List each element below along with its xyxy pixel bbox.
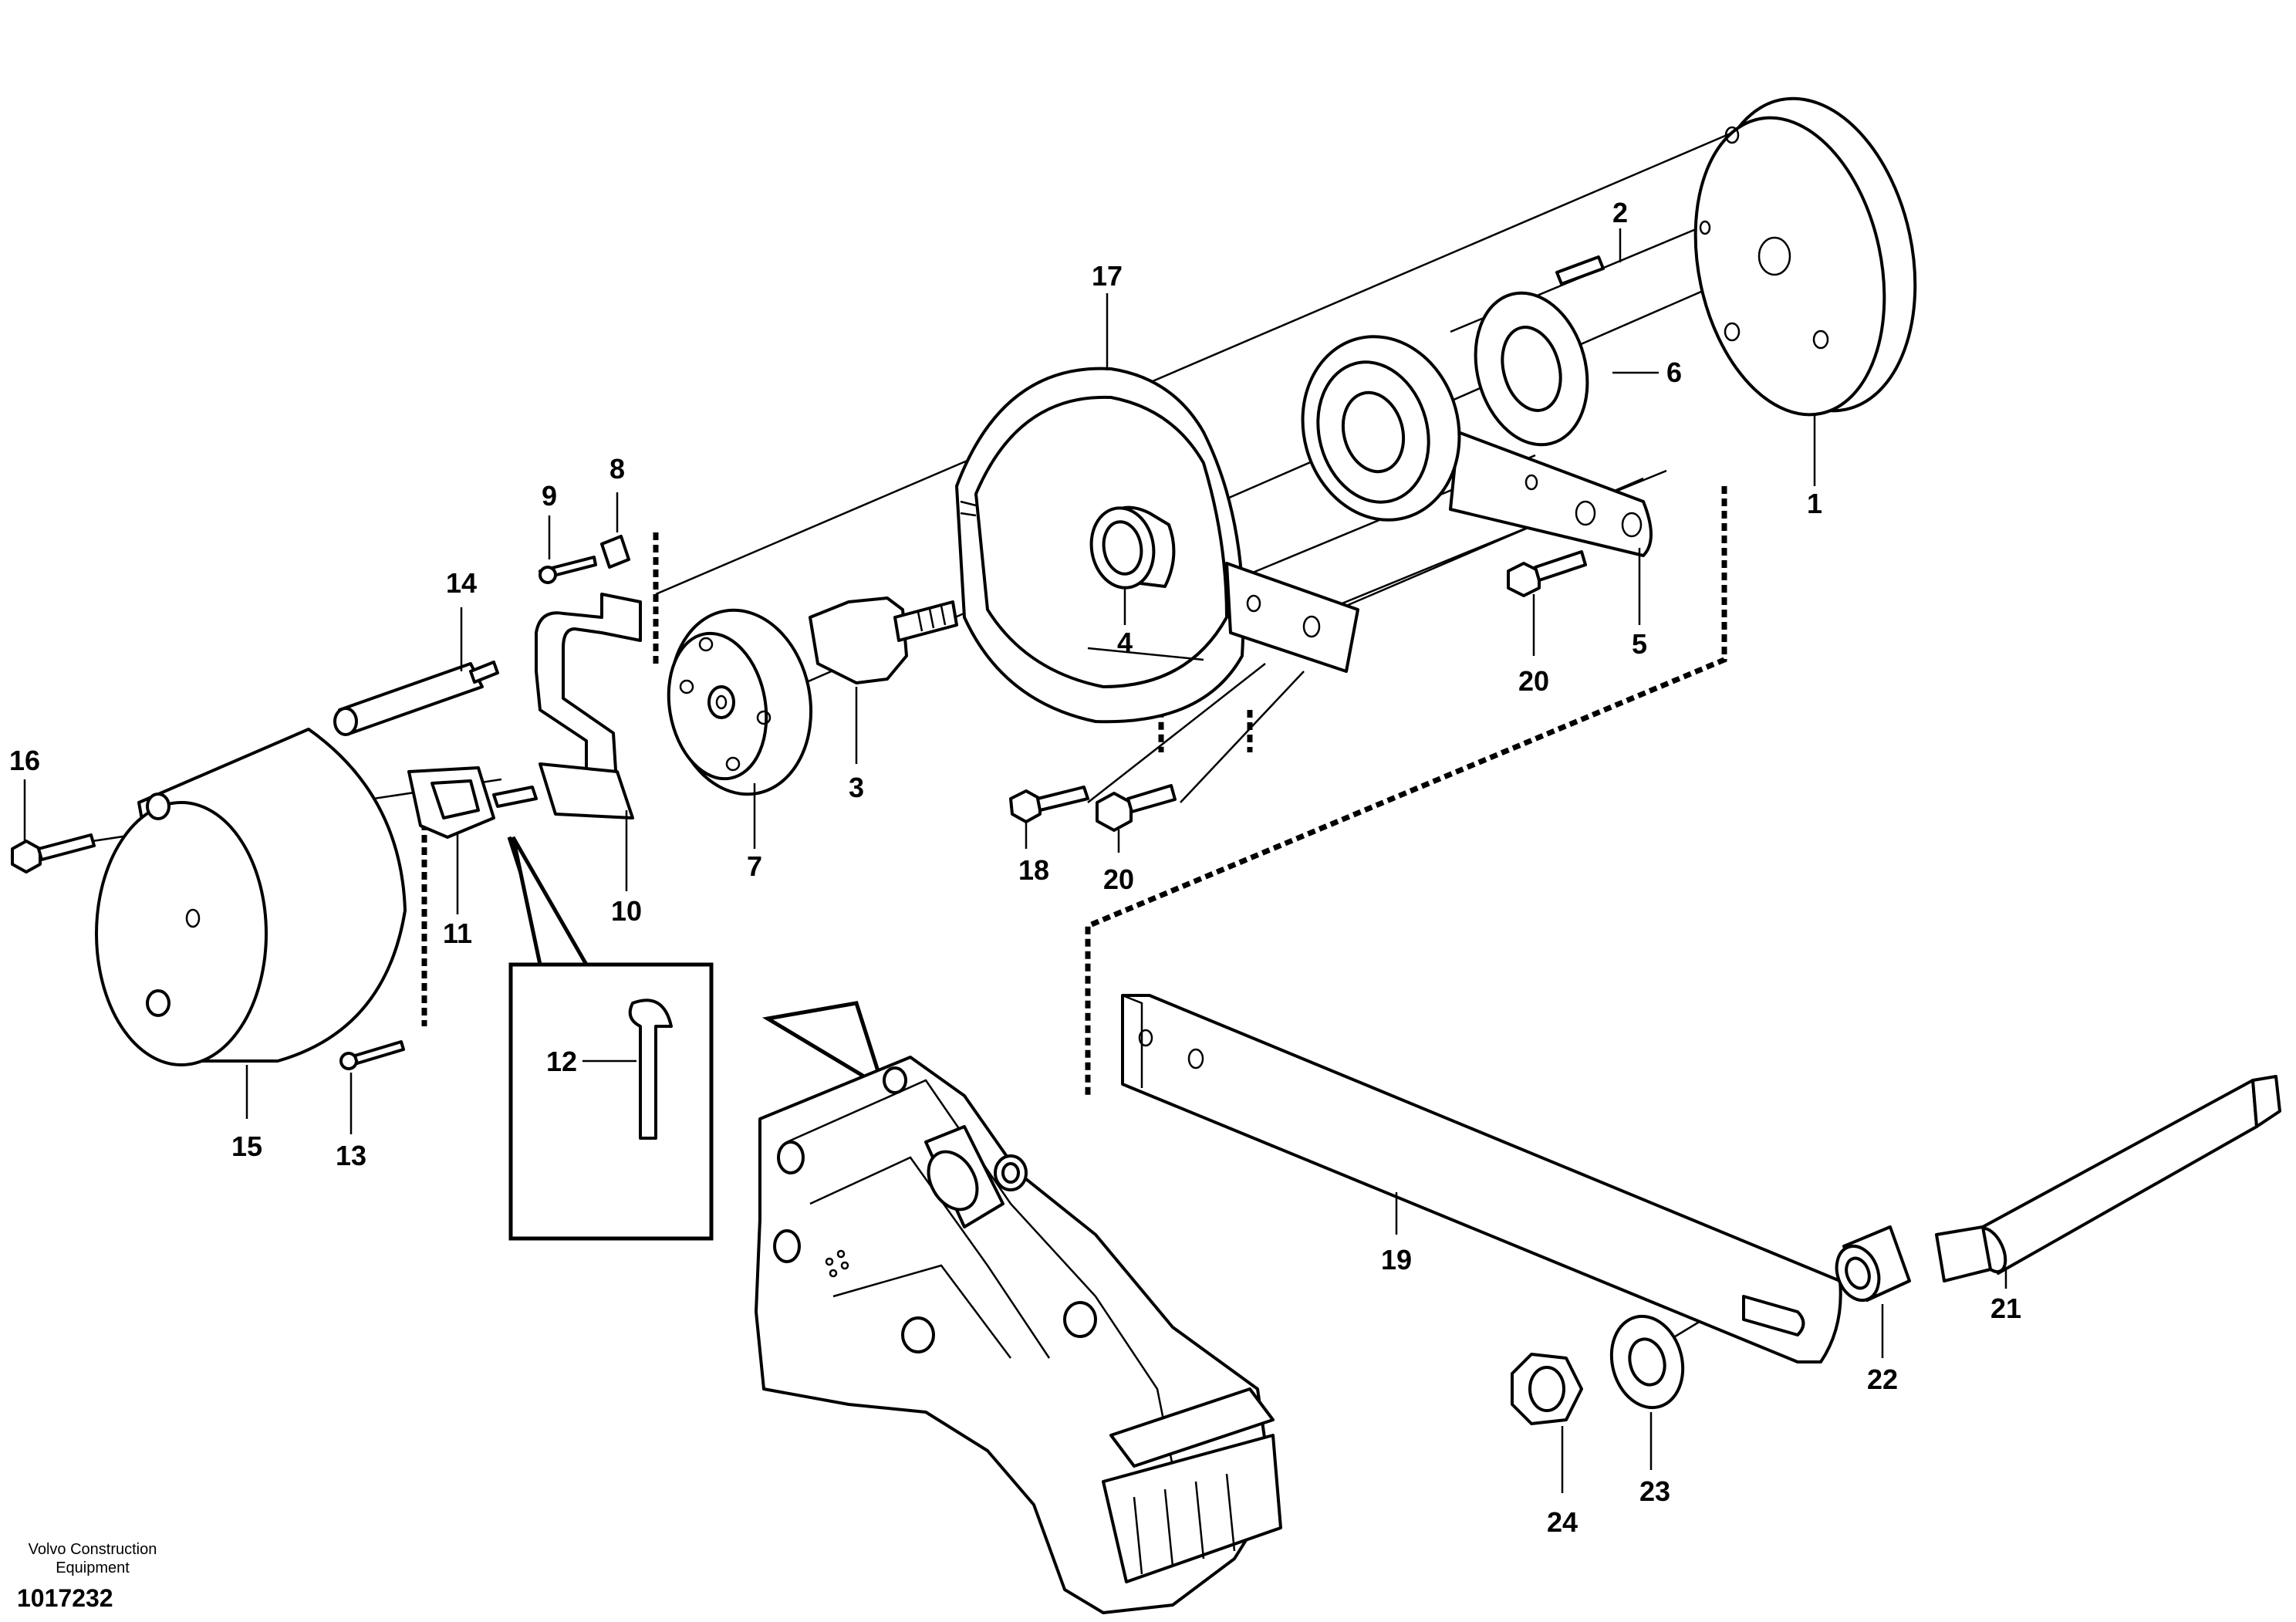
- part-10-bracket: [535, 593, 642, 819]
- drawing-number: 1017232: [17, 1584, 113, 1612]
- part-6-washer: [1474, 291, 1589, 447]
- part-11-sensor: [407, 766, 538, 839]
- callout-2: 2: [1612, 197, 1628, 228]
- callout-19: 19: [1381, 1244, 1412, 1276]
- callout-22: 22: [1867, 1363, 1898, 1395]
- callout-14: 14: [446, 567, 477, 599]
- part-18-screw: [1009, 786, 1089, 823]
- part-1-end-disc: [1693, 96, 1917, 417]
- part-24-nut: [1511, 1353, 1583, 1425]
- part-14-sleeve: [333, 661, 499, 736]
- part-16-screw: [11, 833, 96, 874]
- part-23-washer: [1609, 1314, 1685, 1410]
- callout-16: 16: [9, 745, 40, 776]
- part-3-knob-stud: [809, 596, 958, 684]
- part-19-long-bar: [1121, 994, 1842, 1363]
- callout-18: 18: [1018, 854, 1049, 886]
- callout-10: 10: [611, 895, 642, 927]
- part-22-sleeve: [1835, 1225, 1911, 1302]
- part-2-pin: [1555, 255, 1605, 286]
- part-4-bushing: [1089, 505, 1176, 590]
- callout-labels: 1 2 3 4 5 6 7 8 9 10 11 12 13 14 15 16 1…: [9, 197, 2021, 1538]
- part-7-hub: [667, 608, 813, 796]
- part-20-screw-lower: [1096, 784, 1177, 832]
- part-21-shaft: [1935, 1075, 2281, 1282]
- callout-13: 13: [336, 1140, 366, 1171]
- part-9-screw: [539, 556, 597, 584]
- callout-15: 15: [231, 1130, 262, 1162]
- mounting-plate: [1225, 562, 1359, 673]
- part-15-cylinder-cover: [95, 728, 407, 1066]
- callout-6: 6: [1666, 357, 1682, 388]
- company-name-line2: Equipment: [56, 1559, 130, 1576]
- part-13-screw: [339, 1040, 405, 1070]
- callout-leader-lines: [23, 228, 2007, 1493]
- callout-21: 21: [1990, 1293, 2021, 1324]
- detail-inset-box: [507, 836, 714, 1241]
- callout-12: 12: [546, 1046, 577, 1077]
- callout-8: 8: [609, 453, 625, 485]
- callout-11: 11: [443, 917, 472, 949]
- callout-5: 5: [1632, 628, 1647, 660]
- callout-17: 17: [1092, 260, 1123, 292]
- callout-1: 1: [1807, 488, 1822, 519]
- callout-20-lower: 20: [1103, 863, 1134, 895]
- part-5-bearing-arm: [1301, 335, 1653, 557]
- callout-4: 4: [1117, 627, 1133, 658]
- part-20-screw-upper: [1507, 550, 1587, 597]
- callout-9: 9: [542, 480, 557, 512]
- loader-overview-illustration: [755, 1001, 1282, 1614]
- callout-3: 3: [849, 772, 864, 803]
- callout-23: 23: [1639, 1475, 1670, 1507]
- company-name-line1: Volvo Construction: [29, 1541, 157, 1558]
- callout-24: 24: [1547, 1506, 1578, 1538]
- footer: Volvo Construction Equipment 1017232: [17, 1541, 157, 1612]
- callout-7: 7: [747, 850, 762, 882]
- callout-20-upper: 20: [1518, 665, 1549, 697]
- part-8-spacer: [600, 535, 630, 569]
